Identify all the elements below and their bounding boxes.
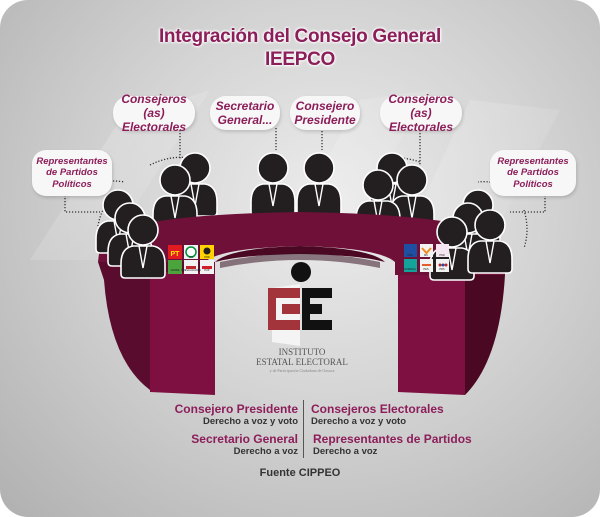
- bubble-text: Secretario: [215, 99, 275, 113]
- bubble-secretario-general: Secretario General...: [210, 96, 280, 130]
- logo-line3: y de Participación Ciudadana de Oaxaca: [269, 368, 335, 373]
- party-label-pri: PRI: [189, 255, 194, 259]
- legend-representantes: Representantes de Partidos Derecho a voz: [313, 432, 472, 457]
- bubble-text: de Partidos: [46, 167, 98, 179]
- party-label-pup: PUP: [204, 268, 210, 272]
- bubble-consejero-presidente: Consejero Presidente: [290, 96, 360, 130]
- party-logos-right: [404, 244, 449, 272]
- legend-right: Derecho a voz y voto: [202, 416, 298, 427]
- bubble-text: Consejeros (as): [121, 92, 187, 120]
- bubble-consejeros-electorales-left: Consejeros (as) Electorales: [113, 92, 195, 134]
- bubble-text: Representantes: [36, 155, 108, 167]
- bubble-consejeros-electorales-right: Consejeros (as) Electorales: [380, 92, 462, 134]
- legend-secretario: Secretario General Derecho a voz: [191, 432, 298, 457]
- bubble-text: Electorales: [121, 120, 187, 134]
- ieepco-logo-mark: [268, 262, 332, 346]
- party-logo-mc: [420, 244, 433, 257]
- party-label-verde: VERDE: [171, 268, 180, 272]
- council-table: [98, 212, 505, 395]
- bubble-text: Presidente: [294, 113, 356, 127]
- bubble-text: Políticos: [513, 178, 553, 190]
- bubble-text: Consejeros (as): [388, 92, 454, 120]
- bubble-text: Electorales: [388, 120, 454, 134]
- logo-line2: ESTATAL ELECTORAL: [256, 357, 348, 367]
- legend-title: Secretario General: [191, 432, 298, 446]
- party-label-morena: MORENA: [404, 267, 416, 271]
- party-logo-verde: [168, 260, 182, 274]
- party-logo-morena: [404, 259, 417, 272]
- bubble-text: de Partidos: [507, 167, 559, 179]
- legend-right: Derecho a voz: [313, 446, 378, 457]
- legend-right: Derecho a voz y voto: [311, 416, 407, 427]
- legend-title: Representantes de Partidos: [313, 432, 472, 446]
- bubble-text: Consejero: [295, 99, 355, 113]
- party-label-mc: MC: [424, 253, 428, 257]
- bubble-representantes-right: Representantes de Partidos Políticos: [490, 150, 576, 196]
- main-subtitle: IEEPCO: [265, 49, 335, 70]
- party-label-pes: PES: [423, 267, 428, 271]
- legend-consejeros: Consejeros Electorales Derecho a voz y v…: [311, 402, 444, 427]
- svg-text:PT: PT: [171, 251, 181, 258]
- bubble-text: Políticos: [52, 178, 92, 190]
- legend-presidente: Consejero Presidente Derecho a voz y vot…: [175, 402, 298, 427]
- party-logo-pt: [168, 245, 182, 259]
- party-logos-left: PT: [168, 245, 214, 274]
- party-label-prd: PRD: [204, 255, 210, 259]
- party-logo-psd: [436, 244, 449, 257]
- bubble-text: General...: [217, 113, 273, 127]
- party-label-prs: PRS: [439, 267, 445, 271]
- party-label-pan: PAN: [407, 253, 412, 257]
- logo-line1: INSTITUTO: [278, 347, 326, 357]
- party-label-psd: PSD: [439, 253, 444, 257]
- party-label-nueva-alianza: NUEVA ALIANZA: [181, 268, 201, 272]
- source-note: Fuente CIPPEO: [259, 467, 341, 479]
- legend-right: Derecho a voz: [233, 446, 298, 457]
- main-title: Integración del Consejo General: [158, 26, 442, 47]
- bubble-representantes-left: Representantes de Partidos Políticos: [32, 150, 112, 196]
- party-logo-pan: [404, 244, 417, 257]
- legend-title: Consejero Presidente: [174, 402, 298, 416]
- legend-divider: [303, 400, 304, 458]
- legend-title: Consejeros Electorales: [311, 402, 444, 416]
- bubble-text: Representantes: [497, 155, 569, 167]
